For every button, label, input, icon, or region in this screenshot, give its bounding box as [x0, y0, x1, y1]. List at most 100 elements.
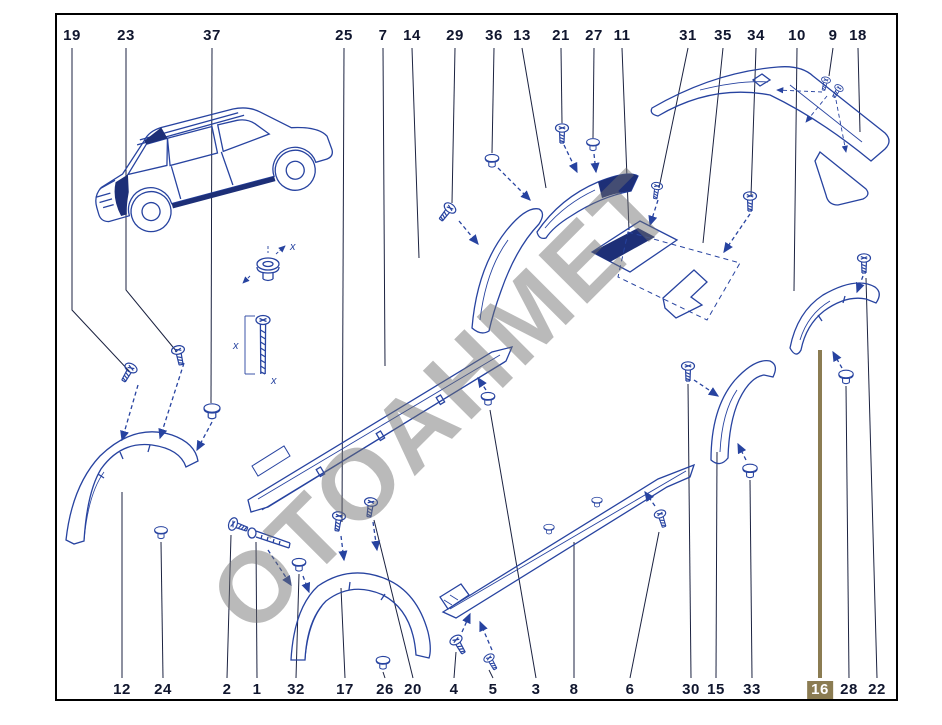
- part-number-20[interactable]: 20: [404, 681, 422, 698]
- screw: [680, 361, 696, 382]
- screw: [434, 200, 459, 225]
- part-number-34[interactable]: 34: [747, 27, 765, 44]
- highlighted-pillar: [144, 127, 168, 145]
- part-number-37[interactable]: 37: [203, 27, 221, 44]
- mounting-clip: [480, 391, 496, 406]
- assembly-arrow: [458, 220, 479, 246]
- wheel-arch-trim-rear-left: [290, 572, 431, 661]
- screw: [447, 632, 470, 657]
- dimension-x-label: x: [232, 340, 239, 352]
- part-number-16-selected[interactable]: 16: [807, 681, 833, 699]
- assembly-arrow: [563, 144, 578, 174]
- part-number-5[interactable]: 5: [488, 681, 498, 698]
- part-number-18[interactable]: 18: [849, 27, 867, 44]
- part-number-22[interactable]: 22: [868, 681, 886, 698]
- part-number-32[interactable]: 32: [287, 681, 305, 698]
- part-number-8[interactable]: 8: [569, 681, 579, 698]
- part-number-14[interactable]: 14: [403, 27, 421, 44]
- sill-molding-lower: [439, 463, 696, 619]
- part-number-33[interactable]: 33: [743, 681, 761, 698]
- assembly-arrow: [477, 376, 487, 391]
- diagram-border: [55, 13, 898, 701]
- wheel-arch-trim-rear-right: [710, 359, 777, 465]
- screw: [856, 253, 872, 274]
- mounting-clip: [203, 403, 221, 420]
- mounting-clip: [484, 153, 500, 168]
- part-number-21[interactable]: 21: [552, 27, 570, 44]
- bolt: [247, 527, 291, 549]
- mounting-clip: [586, 138, 600, 152]
- screw: [361, 496, 379, 519]
- fastener-detail-screw: x x: [232, 314, 277, 387]
- part-number-10[interactable]: 10: [788, 27, 806, 44]
- part-number-7[interactable]: 7: [378, 27, 388, 44]
- part-number-6[interactable]: 6: [625, 681, 635, 698]
- side-window-rear: [216, 119, 271, 153]
- part-number-11[interactable]: 11: [613, 27, 631, 44]
- part-number-31[interactable]: 31: [679, 27, 697, 44]
- mounting-clip: [291, 557, 307, 572]
- assembly-arrows: [776, 87, 848, 153]
- part-number-25[interactable]: 25: [335, 27, 353, 44]
- mounting-clip: [591, 496, 603, 508]
- assembly-arrow: [461, 612, 471, 633]
- assembly-arrow: [723, 213, 751, 254]
- grille: [95, 192, 114, 209]
- assembly-arrow: [737, 442, 747, 461]
- part-number-36[interactable]: 36: [485, 27, 503, 44]
- mounting-clip: [375, 655, 391, 670]
- part-number-27[interactable]: 27: [585, 27, 603, 44]
- diagram-art: x x x: [65, 66, 890, 673]
- speed-nut: [154, 526, 168, 540]
- part-number-13[interactable]: 13: [513, 27, 531, 44]
- front-wheel: [130, 190, 172, 233]
- part-number-4[interactable]: 4: [449, 681, 459, 698]
- part-number-29[interactable]: 29: [446, 27, 464, 44]
- screw: [481, 651, 501, 673]
- part-number-24[interactable]: 24: [154, 681, 172, 698]
- assembly-arrow: [644, 490, 656, 507]
- mounting-clip: [838, 369, 854, 385]
- car-illustration: [95, 107, 333, 233]
- highlighted-rocker: [171, 176, 276, 209]
- screw: [554, 123, 570, 144]
- part-number-17[interactable]: 17: [336, 681, 354, 698]
- assembly-arrows: [120, 362, 213, 452]
- screw: [329, 510, 347, 533]
- part-number-3[interactable]: 3: [531, 681, 541, 698]
- part-number-26[interactable]: 26: [376, 681, 394, 698]
- assembly-arrow: [479, 620, 493, 651]
- part-number-1[interactable]: 1: [252, 681, 262, 698]
- corner-trim-piece: [590, 220, 741, 321]
- assembly-arrow: [371, 521, 381, 552]
- mounting-clip: [742, 463, 758, 479]
- roof-spoiler: [650, 66, 890, 206]
- screw: [117, 360, 140, 385]
- screw: [226, 515, 250, 536]
- part-number-23[interactable]: 23: [117, 27, 135, 44]
- part-number-9[interactable]: 9: [828, 27, 838, 44]
- part-number-30[interactable]: 30: [682, 681, 700, 698]
- part-number-35[interactable]: 35: [714, 27, 732, 44]
- assembly-arrow: [301, 575, 311, 594]
- assembly-arrow: [832, 350, 843, 369]
- side-window-front: [166, 125, 219, 167]
- quarter-arch-trim: [789, 282, 880, 355]
- screw: [652, 508, 671, 530]
- part-number-28[interactable]: 28: [840, 681, 858, 698]
- part-number-19[interactable]: 19: [63, 27, 81, 44]
- sill-molding-upper: [247, 346, 514, 513]
- assembly-arrow: [693, 379, 720, 397]
- cowl-trim: [536, 173, 639, 240]
- part-number-15[interactable]: 15: [707, 681, 725, 698]
- assembly-arrow: [497, 167, 531, 201]
- dimension-x-label: x: [270, 375, 277, 387]
- screw: [170, 343, 189, 367]
- part-number-2[interactable]: 2: [222, 681, 232, 698]
- dimension-x-label: x: [289, 241, 296, 253]
- part-number-12[interactable]: 12: [113, 681, 131, 698]
- assembly-arrow: [267, 549, 292, 587]
- assembly-arrow: [648, 199, 659, 227]
